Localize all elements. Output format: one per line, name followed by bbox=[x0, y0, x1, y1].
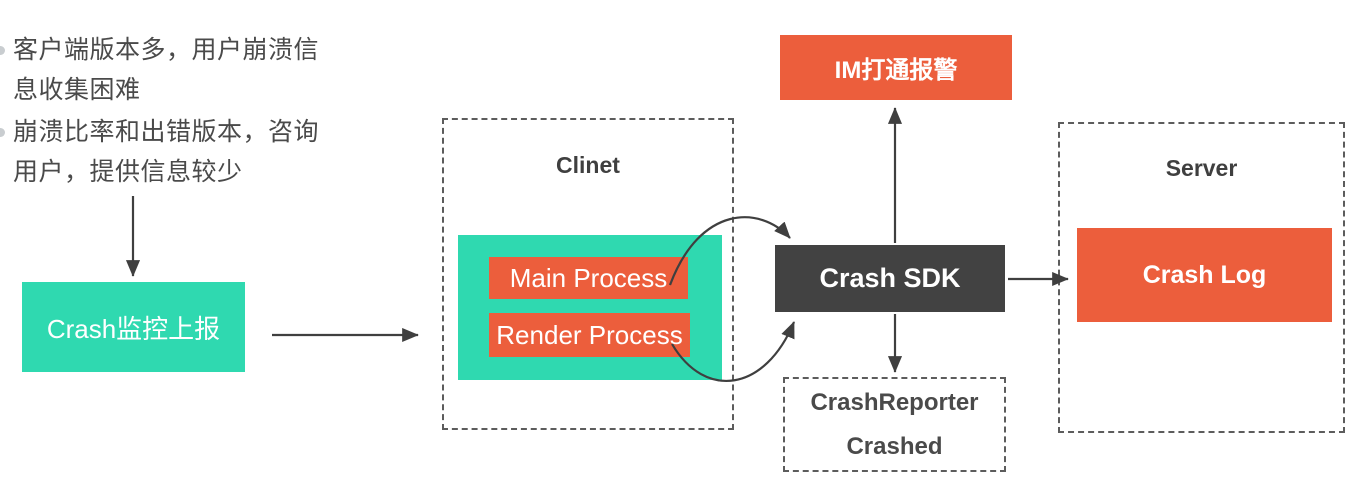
main-process-box[interactable]: Main Process bbox=[489, 257, 688, 299]
bullet-text: 客户端版本多，用户崩溃信 息收集困难 bbox=[13, 36, 320, 104]
bullet-text: 崩溃比率和出错版本，咨询 用户，提供信息较少 bbox=[13, 118, 320, 186]
crash-log-label: Crash Log bbox=[1142, 260, 1267, 289]
main-process-label: Main Process bbox=[509, 262, 668, 293]
list-item: 客户端版本多，用户崩溃信 息收集困难 bbox=[0, 30, 400, 110]
crash-reporter-box[interactable]: CrashReporter Crashed bbox=[783, 377, 1006, 472]
bullet-dot-icon bbox=[0, 128, 5, 137]
im-alert-label: IM打通报警 bbox=[834, 57, 958, 84]
crash-monitor-label: Crash监控上报 bbox=[46, 313, 221, 344]
list-item: 崩溃比率和出错版本，咨询 用户，提供信息较少 bbox=[0, 112, 400, 192]
render-process-box[interactable]: Render Process bbox=[489, 313, 690, 357]
issue-bullet-list: 客户端版本多，用户崩溃信 息收集困难 崩溃比率和出错版本，咨询 用户，提供信息较… bbox=[0, 30, 400, 194]
crash-sdk-label: Crash SDK bbox=[819, 263, 961, 293]
crash-sdk-box[interactable]: Crash SDK bbox=[775, 245, 1005, 312]
server-group-title: Server bbox=[1165, 155, 1238, 181]
bullet-dot-icon bbox=[0, 46, 5, 55]
render-process-label: Render Process bbox=[496, 319, 683, 350]
crash-monitor-box[interactable]: Crash监控上报 bbox=[22, 282, 245, 372]
crash-reporter-label: CrashReporter Crashed bbox=[810, 388, 979, 460]
crash-log-box[interactable]: Crash Log bbox=[1077, 228, 1332, 322]
client-group-title: Clinet bbox=[556, 152, 620, 178]
im-alert-box[interactable]: IM打通报警 bbox=[780, 35, 1012, 100]
